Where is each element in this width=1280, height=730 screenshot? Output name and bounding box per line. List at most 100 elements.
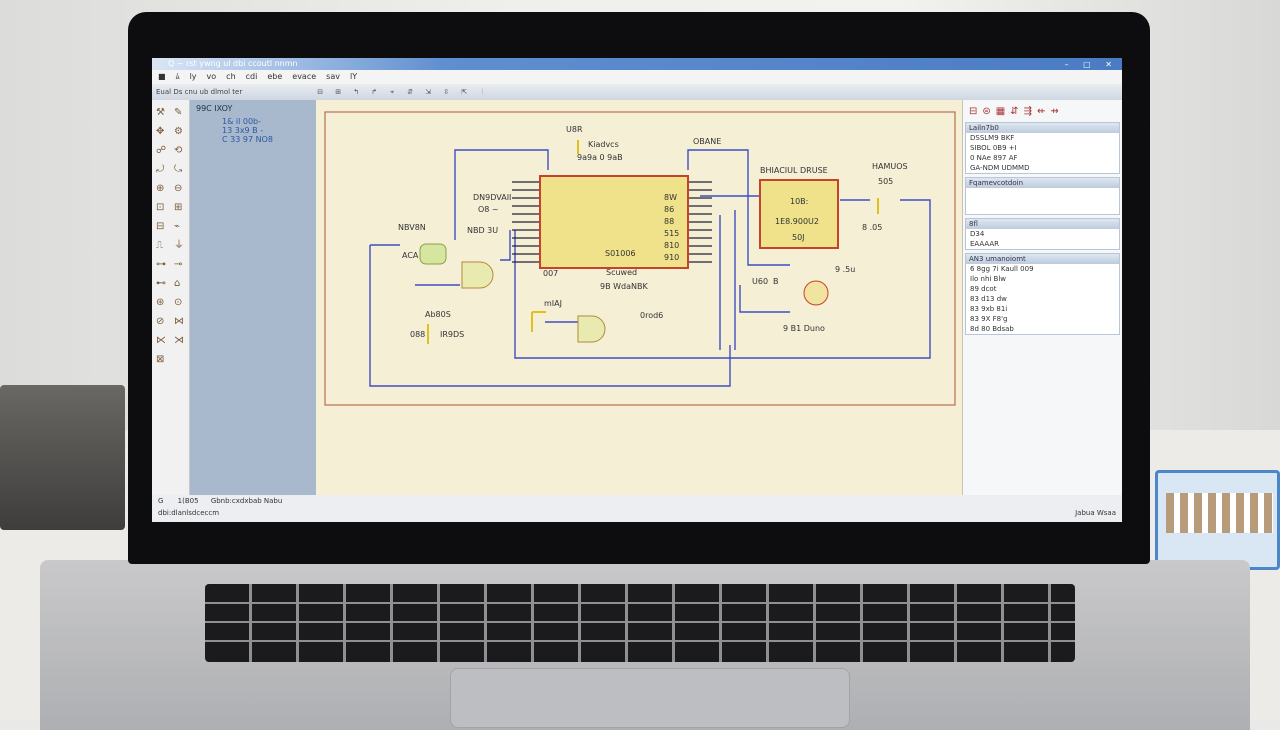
label-crystal-val: 9a9a 0 9aB [577, 153, 623, 162]
component-row[interactable]: Ilo nhi Blw [970, 275, 1007, 283]
tool-icon[interactable]: ✎ [174, 107, 183, 118]
menu-item[interactable]: ebe [267, 72, 283, 81]
menu-item[interactable]: lY [349, 72, 358, 81]
component-row[interactable]: 83 9xb 81i [970, 305, 1008, 313]
tool-icon[interactable]: ⊛ [156, 297, 165, 308]
tool-icon[interactable]: ⋉ [156, 335, 166, 346]
ic-pins [512, 181, 712, 263]
tool-icon[interactable]: ⊶ [156, 259, 166, 270]
panel-title: 99C IXOY [196, 104, 233, 113]
menu-item[interactable]: ﾑ [175, 72, 180, 81]
tool-icon[interactable]: ⤾ [156, 164, 165, 175]
menu-item[interactable]: vo [206, 72, 217, 81]
tool-icon[interactable]: ⟲ [174, 145, 183, 156]
toolbar-label: Eual Ds cnu ub dlmol ter [156, 88, 243, 96]
section-3-item[interactable]: EAAAAR [970, 240, 1000, 248]
toolbar-button-icon[interactable]: ⫶ [481, 88, 484, 96]
status-message: Gbnb:cxdxbab Nabu [210, 497, 283, 505]
label-mcu-name: S01006 [605, 249, 636, 258]
component-row[interactable]: 6 8gg 7i Kaull 009 [970, 265, 1034, 273]
label-comp-left: NBV8N [398, 223, 426, 232]
tool-icon[interactable]: ⌂ [174, 278, 181, 289]
tool-icon[interactable]: ⤿ [174, 164, 183, 175]
mcu-pin-label: 910 [664, 253, 679, 262]
toolbar-button-icon[interactable]: ⇵ [407, 88, 414, 96]
toolbar-button-icon[interactable]: ⊟ [317, 88, 324, 96]
label-motor3: 9 B1 Duno [783, 324, 825, 333]
tool-icon[interactable]: ☍ [156, 145, 167, 156]
panel-tool-icon[interactable]: ⊜ [982, 106, 996, 117]
toolbar-button-icon[interactable]: ↰ [353, 88, 360, 96]
toolbar-button-icon[interactable]: ⊞ [335, 88, 342, 96]
menu-item[interactable]: ly [189, 72, 197, 81]
mcu-pin-label: 88 [664, 217, 674, 226]
tool-icon[interactable]: ⏚ [174, 240, 184, 251]
panel-tool-icon[interactable]: ⊟ [969, 106, 983, 117]
tool-icon[interactable]: ⚙ [174, 126, 183, 137]
section-3-item[interactable]: D34 [970, 230, 985, 238]
component-row[interactable]: 83 d13 dw [970, 295, 1007, 303]
tool-icon[interactable]: ⎍ [156, 240, 163, 251]
tree-item[interactable]: 13 3x9 B - [222, 126, 264, 135]
tool-icon[interactable]: ⋈ [174, 316, 184, 327]
trackpad [450, 668, 850, 728]
tool-icon[interactable]: ⊟ [156, 221, 165, 232]
section-3-header: 8fl [966, 219, 1119, 229]
panel-tool-icon[interactable]: ⇶ [1023, 106, 1038, 117]
label-motor4: 9 .5u [835, 265, 855, 274]
menu-item[interactable]: sav [326, 72, 340, 81]
spiral-notepad [1155, 470, 1280, 570]
tool-icon[interactable]: ⊸ [174, 259, 183, 270]
property-row[interactable]: DSSLM9 BKF [970, 134, 1015, 142]
toolbar-button-icon[interactable]: ⌖ [390, 88, 395, 96]
toolbar-button-icon[interactable]: ⇳ [443, 88, 450, 96]
tool-icon[interactable]: ⊞ [174, 202, 183, 213]
panel-tool-icon[interactable]: ⇸ [1050, 106, 1064, 117]
tree-item[interactable]: C 33 97 NO8 [222, 135, 273, 144]
tree-item[interactable]: 1& il 00b- [222, 117, 262, 126]
section-2: Fqamevcotdoin [965, 177, 1120, 215]
label-reg-l2: 1E8.900U2 [775, 217, 819, 226]
tool-icon[interactable]: ⌁ [174, 221, 181, 232]
property-row[interactable]: SIBOL 0B9 +I [970, 144, 1017, 152]
property-row[interactable]: 0 NAe 897 AF [970, 154, 1018, 162]
tool-icon[interactable]: ⊘ [156, 316, 165, 327]
tool-icon[interactable]: ⊙ [174, 297, 183, 308]
motor [803, 280, 829, 306]
component-row[interactable]: 8d 80 Bdsab [970, 325, 1014, 333]
mcu-pin-label: 810 [664, 241, 679, 250]
tool-icon[interactable]: ⊡ [156, 202, 165, 213]
menu-item[interactable]: cdi [245, 72, 258, 81]
panel-tool-icon[interactable]: ⇷ [1037, 106, 1051, 117]
tool-icon[interactable]: ⊕ [156, 183, 165, 194]
label-ic-left: NBD 3U [467, 226, 498, 235]
tool-icon[interactable]: ⚒ [156, 107, 165, 118]
panel-tool-icon[interactable]: ▦ [995, 106, 1011, 117]
tool-icon[interactable]: ⊠ [156, 354, 165, 365]
label-res2-pre: 088 [410, 330, 425, 339]
toolbar-button-icon[interactable]: ⇲ [425, 88, 432, 96]
toolbar-button-icon[interactable]: ⇱ [461, 88, 468, 96]
crystal [419, 243, 447, 265]
tool-icon[interactable]: ✥ [156, 126, 165, 137]
menu-item[interactable]: evace [292, 72, 317, 81]
tool-icon[interactable]: ⊖ [174, 183, 183, 194]
menu-item[interactable]: ■ [158, 72, 166, 81]
component-row[interactable]: 83 9X F8'g [970, 315, 1008, 323]
status-bar: G 1(B05 Gbnb:cxdxbab Nabu dbi:dlanlsdcec… [152, 495, 1122, 522]
tool-icon[interactable]: ⊷ [156, 278, 166, 289]
toolbar-button-icon[interactable]: ↱ [371, 88, 378, 96]
panel-tool-icon[interactable]: ⇵ [1010, 106, 1024, 117]
menu-item[interactable]: ch [226, 72, 236, 81]
project-panel: 99C IXOY 1& il 00b-13 3x9 B -C 33 97 NO8 [190, 100, 316, 495]
window-controls[interactable]: – ▢ ✕ [1064, 60, 1118, 69]
mcu-pin-label: 86 [664, 205, 674, 214]
property-row[interactable]: GA-NDM UDMMD [970, 164, 1030, 172]
label-res2: IR9DS [440, 330, 464, 339]
tool-icon[interactable]: ⋊ [174, 335, 184, 346]
component-row[interactable]: 89 dcot [970, 285, 997, 293]
